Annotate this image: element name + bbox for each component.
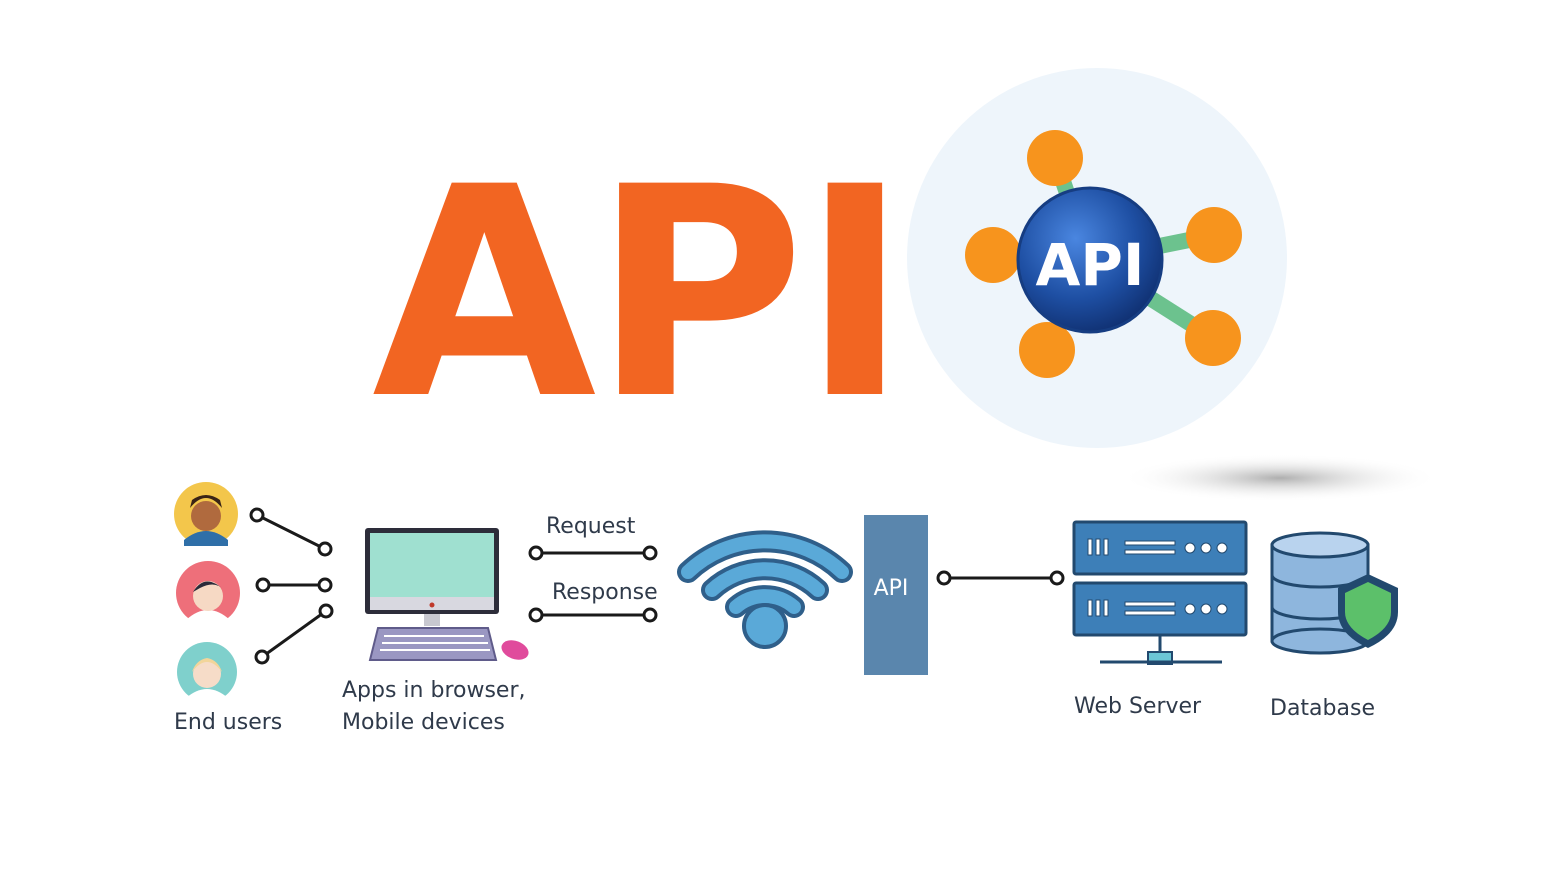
database-label: Database [1270, 696, 1375, 721]
globe [1016, 186, 1164, 334]
api-network-logo-icon: API [907, 68, 1287, 448]
network-node [965, 227, 1021, 283]
wifi-icon [677, 530, 853, 649]
request-response-lines [528, 545, 658, 623]
network-node [1185, 310, 1241, 366]
apps-label-line2: Mobile devices [342, 710, 505, 735]
user-blonde-avatar-icon [177, 642, 237, 702]
api-gateway-bar [864, 515, 928, 675]
database-shield-icon [1270, 531, 1398, 655]
apps-label-line1: Apps in browser, [342, 678, 526, 703]
keyboard-icon [368, 627, 498, 661]
page-title: API [372, 126, 909, 463]
user-connectors [249, 507, 334, 665]
network-node [1019, 322, 1075, 378]
network-node [1186, 207, 1242, 263]
mouse-icon [501, 640, 529, 660]
network-node [1027, 130, 1083, 186]
web-server-label: Web Server [1074, 694, 1202, 719]
server-icon [1072, 520, 1248, 665]
request-label: Request [546, 514, 636, 539]
logo-text: API [1036, 231, 1145, 299]
end-users-label: End users [174, 710, 283, 735]
user-male-avatar-icon [174, 482, 238, 546]
api-bar-label: API [874, 576, 909, 601]
api-server-connector [936, 570, 1065, 586]
logo-shadow [1120, 454, 1440, 502]
desktop-computer-icon [365, 528, 499, 626]
user-female-avatar-icon [176, 561, 240, 625]
response-label: Response [552, 580, 658, 605]
